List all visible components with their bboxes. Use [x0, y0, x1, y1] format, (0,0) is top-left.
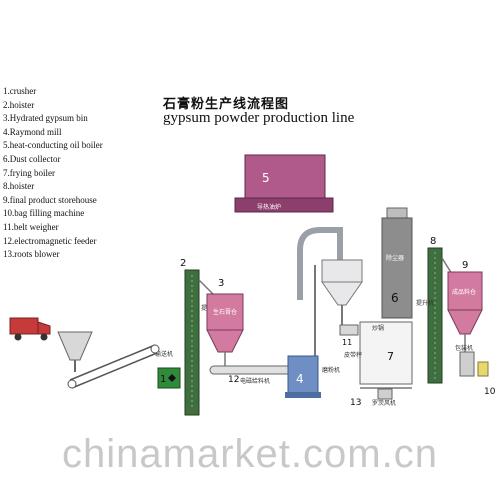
electromagnetic-feeder: 12 电磁给料机	[209, 352, 297, 385]
label-8: 8	[430, 236, 436, 247]
watermark: chinamarket.com.cn	[62, 432, 438, 476]
label-13: 13	[350, 398, 361, 408]
store-caption: 成品料仓	[452, 288, 476, 296]
legend-item: 8.hoister	[3, 181, 35, 192]
label-5: 5	[262, 171, 270, 185]
crusher-box: 1 输送机	[155, 350, 181, 389]
packer-caption: 包装机	[455, 344, 473, 352]
label-1: 1	[160, 374, 166, 385]
label-6: 6	[391, 291, 399, 305]
hoist-right-caption: 提升机	[416, 299, 434, 307]
label-10: 10	[484, 387, 496, 397]
legend-item: 7.frying boiler	[3, 167, 55, 178]
title-chinese: 石膏粉生产线流程图	[163, 97, 290, 112]
legend-item: 9.final product storehouse	[3, 194, 97, 205]
blower-caption: 罗茨风机	[372, 399, 396, 407]
legend-item: 2.hoister	[3, 99, 35, 110]
gypsum-bin: 3 生石膏仓	[198, 278, 244, 353]
label-3a: 3	[218, 278, 224, 289]
belt-weigher: 11 皮带秤	[339, 324, 362, 359]
legend-item: 11.belt weigher	[3, 221, 59, 232]
dust-caption: 除尘器	[386, 254, 404, 262]
label-2: 2	[180, 258, 186, 269]
mill-caption: 磨粉机	[322, 366, 340, 374]
legend-list: 1.crusher 2.hoister 3.Hydrated gypsum bi…	[3, 85, 153, 262]
label-7: 7	[387, 350, 394, 363]
boiler-caption: 导热油炉	[257, 203, 281, 211]
dust-collector: 6 除尘器	[381, 207, 413, 319]
frying-caption: 炒锅	[372, 324, 384, 332]
conveyor-caption: 输送机	[155, 350, 173, 358]
truck-icon	[9, 317, 51, 341]
bag-filling-machine: 10 包装机	[455, 334, 496, 397]
legend-item: 10.bag filling machine	[3, 208, 85, 219]
label-4: 4	[296, 372, 304, 386]
oil-boiler: 5 导热油炉	[234, 154, 334, 213]
bin-caption: 生石膏仓	[213, 308, 237, 316]
legend-item: 6.Dust collector	[3, 153, 61, 164]
cyclone-duct	[297, 227, 363, 360]
belt-conveyor	[67, 344, 160, 389]
legend-item: 3.Hydrated gypsum bin	[3, 113, 88, 124]
legend-item: 12.electromagnetic feeder	[3, 235, 97, 246]
feeder-caption: 电磁给料机	[240, 377, 270, 385]
label-9: 9	[462, 260, 468, 271]
legend-item: 1.crusher	[3, 86, 37, 96]
final-product-storehouse: 9 成品料仓	[441, 257, 483, 335]
raymond-mill: 4 磨粉机	[285, 355, 340, 398]
raw-hopper	[57, 331, 93, 372]
legend-item: 5.heat-conducting oil boiler	[3, 140, 103, 151]
label-12: 12	[228, 375, 239, 385]
roots-blower: 13 罗茨风机	[350, 387, 412, 408]
frying-boiler: 7 炒锅	[359, 321, 413, 385]
scale-caption: 皮带秤	[344, 351, 362, 359]
legend-item: 13.roots blower	[3, 249, 60, 260]
hoister-right: 8 提升机	[416, 236, 443, 384]
legend-item: 4.Raymond mill	[3, 126, 62, 137]
title-english: gypsum powder production line	[163, 110, 355, 126]
label-11: 11	[342, 338, 352, 347]
